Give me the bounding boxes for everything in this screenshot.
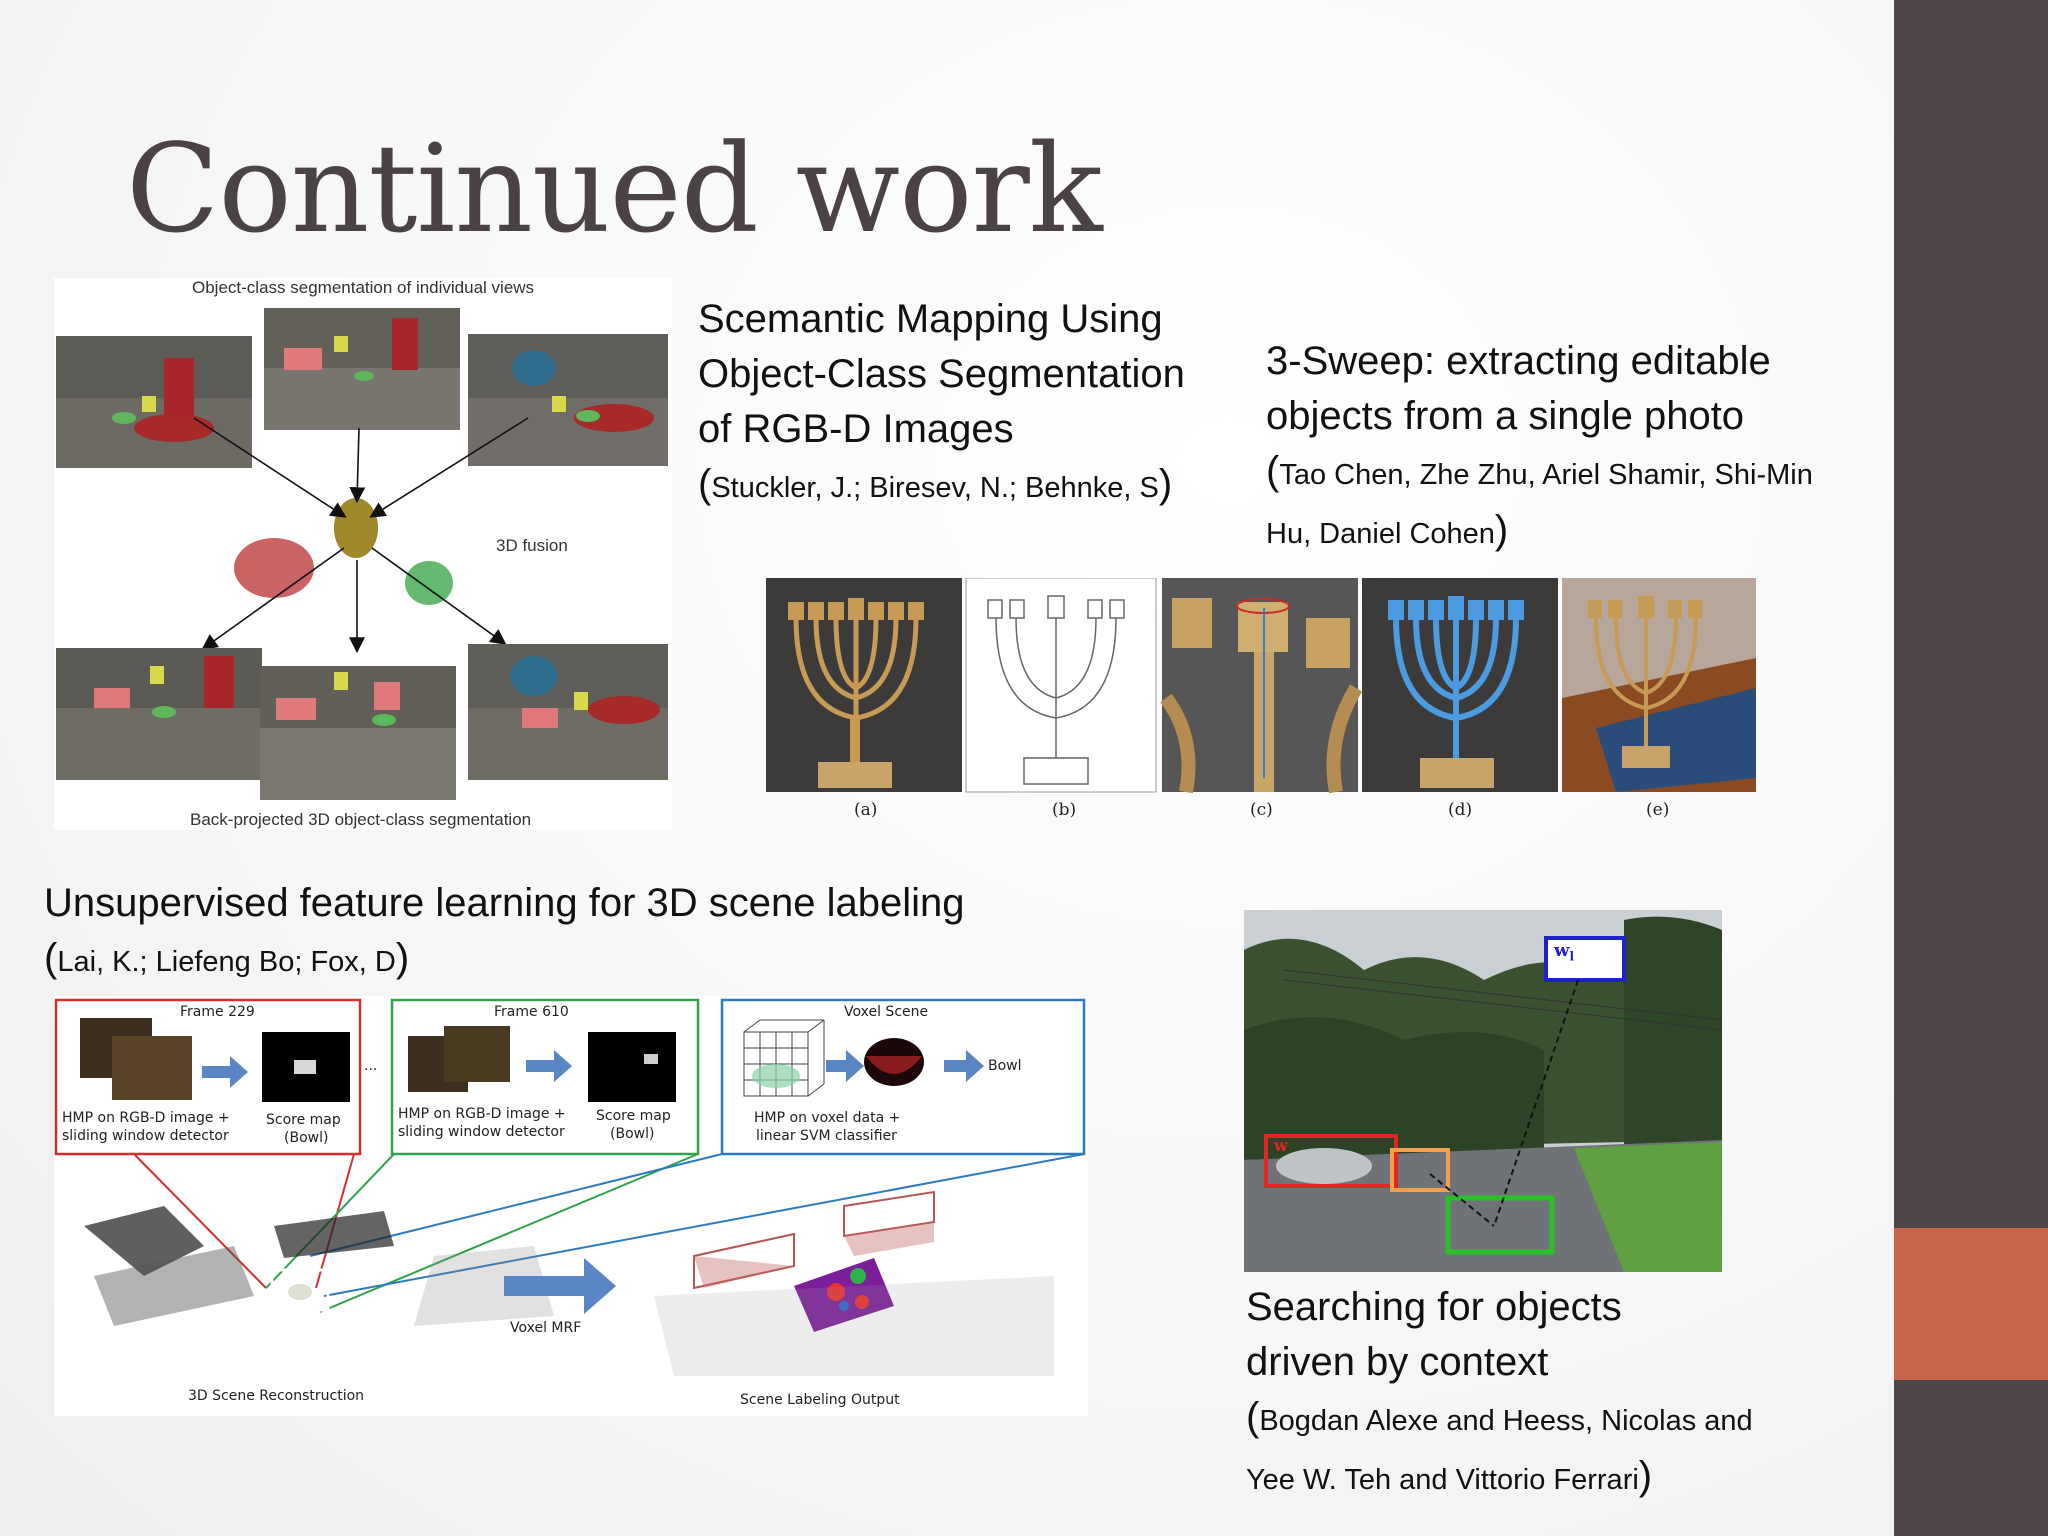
score-map-bowl-b: (Bowl) xyxy=(610,1126,655,1142)
segmentation-bottom-label: Back-projected 3D object-class segmentat… xyxy=(190,810,532,829)
score-map-label-a: Score map xyxy=(266,1112,341,1128)
paper-3-authors-text: Lai, K.; Liefeng Bo; Fox, D xyxy=(57,946,396,978)
paper-1-title-line-1: Scemantic Mapping Using xyxy=(698,297,1163,341)
sweep-panel-d xyxy=(1362,578,1558,792)
paper-1-authors: (Stuckler, J.; Biresev, N.; Behnke, S) xyxy=(698,462,1173,506)
scene-labeling-figure-drawing xyxy=(54,998,1086,1376)
frame-610-label: Frame 610 xyxy=(494,1004,569,1020)
sweep-panel-b xyxy=(965,577,1157,793)
sweep-label-e: (e) xyxy=(1646,800,1670,820)
context-figure: wl w xyxy=(1244,910,1723,1272)
sidebar-accent-block xyxy=(1894,1228,2048,1380)
sweep-label-a: (a) xyxy=(854,800,878,820)
paper-4-authors-text-1: Bogdan Alexe and Heess, Nicolas and xyxy=(1259,1405,1753,1437)
paper-4-authors-text-2: Yee W. Teh and Vittorio Ferrari xyxy=(1246,1464,1639,1496)
score-map-bowl-a: (Bowl) xyxy=(284,1130,329,1146)
sweep-panel-c xyxy=(1160,578,1363,794)
view-top-center xyxy=(264,308,460,430)
context-box-label-top-sub: l xyxy=(1569,949,1575,964)
paper-3-title: Unsupervised feature learning for 3D sce… xyxy=(44,881,965,925)
sweep-figure: (a) (b) (c) (d) (e) xyxy=(766,577,1756,828)
paper-4-title-line-2: driven by context xyxy=(1246,1340,1549,1384)
paper-1-title-line-3: of RGB-D Images xyxy=(698,407,1014,451)
paper-3-authors: (Lai, K.; Liefeng Bo; Fox, D) xyxy=(44,936,410,980)
paper-3-caption: Unsupervised feature learning for 3D sce… xyxy=(44,876,1144,990)
scene-labeling-figure: Frame 229 Frame 610 Voxel Scene ... Bowl… xyxy=(54,996,1088,1416)
view-top-left xyxy=(56,336,252,468)
slide-title: Continued work xyxy=(126,118,1103,260)
sweep-panel-a xyxy=(766,578,962,792)
frame-229-label: Frame 229 xyxy=(180,1004,255,1020)
paper-2-title-line-2: objects from a single photo xyxy=(1266,394,1745,438)
sweep-label-c: (c) xyxy=(1250,800,1273,820)
voxel-scene-label: Voxel Scene xyxy=(844,1004,929,1020)
reconstruction-label: 3D Scene Reconstruction xyxy=(188,1388,365,1404)
view-bottom-center xyxy=(260,666,456,800)
paper-4-title-line-1: Searching for objects xyxy=(1246,1285,1622,1329)
paper-2-authors-text-2: Hu, Daniel Cohen xyxy=(1266,518,1495,550)
hmp-rgbd-line2-a: sliding window detector xyxy=(62,1128,229,1144)
context-box-label-left: w xyxy=(1274,1136,1288,1155)
bowl-label: Bowl xyxy=(988,1058,1022,1074)
hmp-voxel-line2: linear SVM classifier xyxy=(756,1128,897,1144)
ellipsis-label: ... xyxy=(364,1058,378,1074)
paper-2-title-line-1: 3-Sweep: extracting editable xyxy=(1266,339,1771,383)
paper-4-authors-line-1: (Bogdan Alexe and Heess, Nicolas and xyxy=(1246,1395,1753,1439)
view-bottom-left xyxy=(56,648,262,780)
segmentation-figure-drawing xyxy=(56,308,668,800)
scene-labeling-output xyxy=(654,1190,1054,1376)
fusion-arrows xyxy=(193,417,529,654)
fusion-label: 3D fusion xyxy=(496,536,568,555)
paper-2-authors-text-1: Tao Chen, Zhe Zhu, Ariel Shamir, Shi-Min xyxy=(1279,459,1813,491)
point-cloud-reconstruction xyxy=(84,1206,554,1326)
labeling-output-label: Scene Labeling Output xyxy=(740,1392,900,1408)
paper-4-authors-line-2: Yee W. Teh and Vittorio Ferrari) xyxy=(1246,1454,1653,1498)
segmentation-top-label: Object-class segmentation of individual … xyxy=(192,278,535,297)
context-box-label-top-main: w xyxy=(1554,940,1570,961)
paper-1-title-line-2: Object-Class Segmentation xyxy=(698,352,1185,396)
hmp-rgbd-line1-a: HMP on RGB-D image + xyxy=(62,1110,230,1126)
hmp-rgbd-line2-b: sliding window detector xyxy=(398,1124,565,1140)
hmp-rgbd-line1-b: HMP on RGB-D image + xyxy=(398,1106,566,1122)
paper-1-authors-text: Stuckler, J.; Biresev, N.; Behnke, S xyxy=(711,472,1159,504)
sweep-label-b: (b) xyxy=(1052,800,1077,820)
context-box-label-top: wl xyxy=(1554,940,1574,964)
hmp-voxel-line1: HMP on voxel data + xyxy=(754,1110,901,1126)
fusion-point-clouds xyxy=(234,498,453,605)
sweep-label-d: (d) xyxy=(1448,800,1473,820)
sweep-figure-drawing xyxy=(766,577,1756,794)
view-bottom-right xyxy=(468,644,668,780)
sweep-panel-e xyxy=(1562,578,1756,792)
paper-2-authors-line-2: Hu, Daniel Cohen) xyxy=(1266,508,1509,552)
paper-2-authors-line-1: (Tao Chen, Zhe Zhu, Ariel Shamir, Shi-Mi… xyxy=(1266,449,1813,493)
score-map-label-b: Score map xyxy=(596,1108,671,1124)
paper-1-caption: Scemantic Mapping Using Object-Class Seg… xyxy=(698,292,1258,516)
segmentation-figure: Object-class segmentation of individual … xyxy=(54,278,672,830)
voxel-mrf-label: Voxel MRF xyxy=(510,1320,582,1336)
context-figure-drawing xyxy=(1244,910,1723,1272)
paper-2-caption: 3-Sweep: extracting editable objects fro… xyxy=(1266,334,1866,562)
paper-4-caption: Searching for objects driven by context … xyxy=(1246,1280,1866,1508)
view-top-right xyxy=(468,334,668,466)
